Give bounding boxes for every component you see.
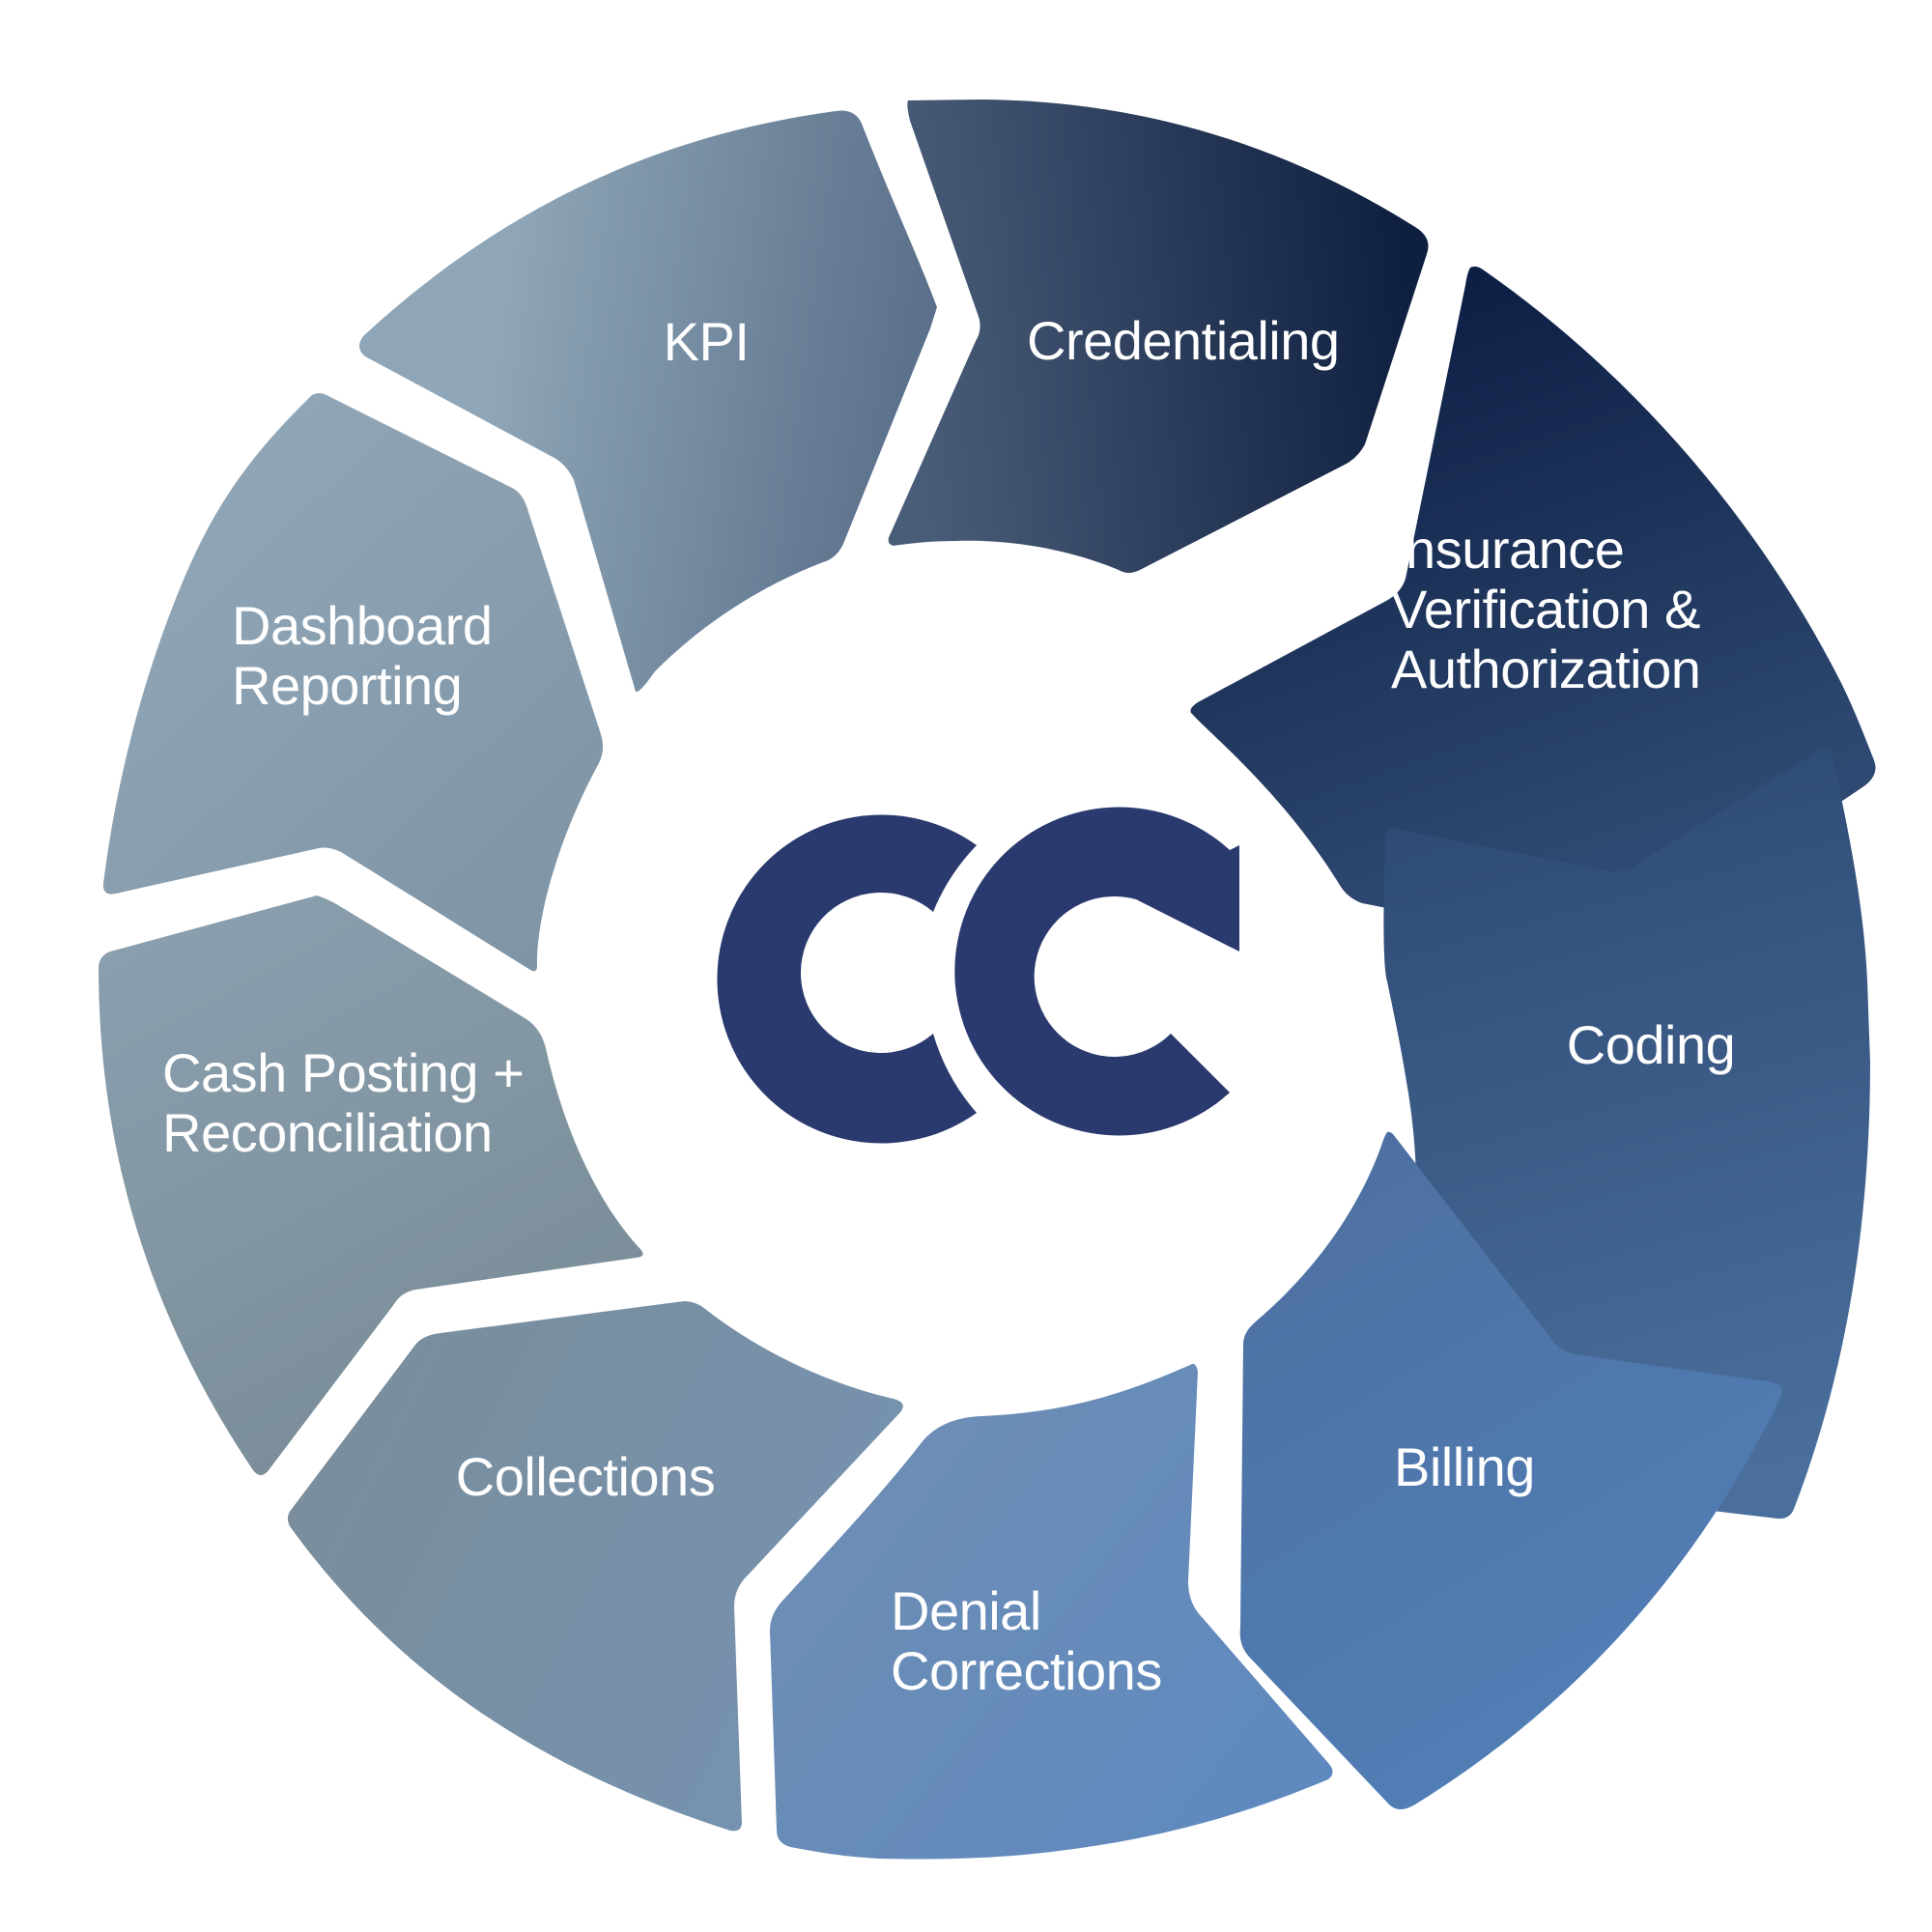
segment-label-billing: Billing: [1394, 1436, 1535, 1497]
segment-label-line: Denial: [891, 1580, 1041, 1641]
segment-label-line: Authorization: [1391, 639, 1700, 699]
segment-label-line: Cash Posting +: [162, 1042, 524, 1103]
logo-left-c: [717, 814, 977, 1144]
segment-collections: [287, 1301, 903, 1832]
segment-cash-posting: [98, 895, 643, 1475]
segment-label-coding: Coding: [1567, 1014, 1735, 1075]
segment-dashboard: [102, 393, 604, 972]
logo-right-c: [954, 807, 1239, 1136]
segment-label-kpi: KPI: [664, 311, 750, 372]
segment-label-collections: Collections: [456, 1446, 715, 1507]
segment-label-cash-posting: Cash Posting +Reconciliation: [162, 1042, 524, 1163]
segment-label-line: Reconciliation: [162, 1102, 493, 1163]
center-logo: [717, 807, 1239, 1144]
segment-denial: [770, 1363, 1333, 1860]
segment-kpi: [358, 110, 937, 693]
segment-label-line: Credentialing: [1027, 310, 1339, 371]
segment-insurance: [1190, 266, 1876, 952]
segment-label-line: Billing: [1394, 1436, 1535, 1497]
segment-label-line: Verification &: [1391, 579, 1700, 639]
segment-label-line: Dashboard: [232, 595, 492, 656]
segment-label-line: KPI: [664, 311, 750, 372]
segment-label-line: Coding: [1567, 1014, 1735, 1075]
segment-label-line: Insurance: [1391, 519, 1624, 580]
segment-label-credentialing: Credentialing: [1027, 310, 1339, 371]
segment-label-line: Corrections: [891, 1640, 1162, 1701]
segment-billing: [1239, 1131, 1782, 1809]
segment-credentialing: [888, 99, 1429, 573]
segments-layer: [98, 99, 1876, 1860]
segment-label-line: Reporting: [232, 655, 462, 716]
segment-label-line: Collections: [456, 1446, 715, 1507]
